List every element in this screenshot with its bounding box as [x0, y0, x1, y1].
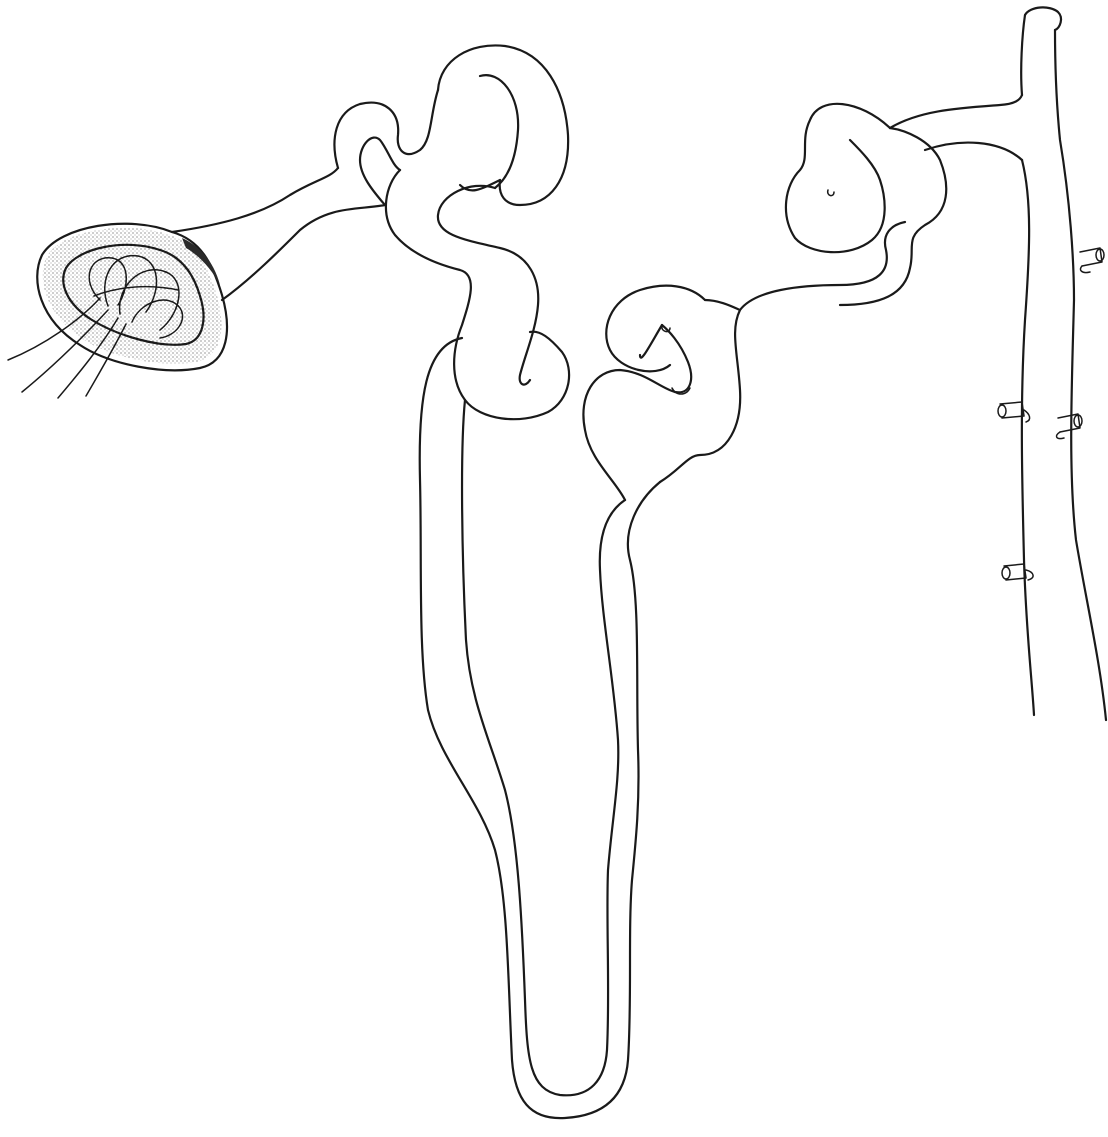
pct-loop-1	[334, 90, 438, 168]
duct-right-wall	[1055, 30, 1106, 720]
pct-neck-top	[172, 168, 338, 232]
dct-to-duct-top	[890, 95, 1022, 128]
collecting-duct	[998, 7, 1106, 720]
henle-descending-outer	[420, 338, 660, 1118]
pct-coil-right	[438, 186, 538, 385]
dct-upper-loop	[640, 325, 662, 358]
duct-left-wall	[1021, 15, 1034, 715]
dct-mid-loop	[606, 286, 705, 372]
duct-top-cap	[1025, 7, 1061, 30]
dct-upper-coil	[786, 104, 890, 252]
loop-of-henle	[420, 338, 660, 1118]
glomerulus-capsule-icon	[8, 224, 227, 398]
dct-upper-outer	[840, 128, 946, 305]
pct-coil-left	[386, 170, 569, 419]
pct-neck-bottom	[222, 205, 385, 300]
dct-lower-coil-outer	[660, 222, 905, 482]
henle-descending-inner	[462, 400, 625, 1095]
duct-branch-stubs	[998, 248, 1104, 580]
dct-mid-loop-top	[705, 300, 740, 310]
dct-inner-mark-1	[828, 190, 834, 196]
dct-lower-coil	[583, 325, 691, 500]
distal-convoluted-tubule	[583, 95, 1022, 500]
proximal-convoluted-tubule	[172, 45, 569, 419]
pct-loop-2-inner	[480, 75, 518, 188]
pct-loop-1-inner	[360, 138, 400, 205]
